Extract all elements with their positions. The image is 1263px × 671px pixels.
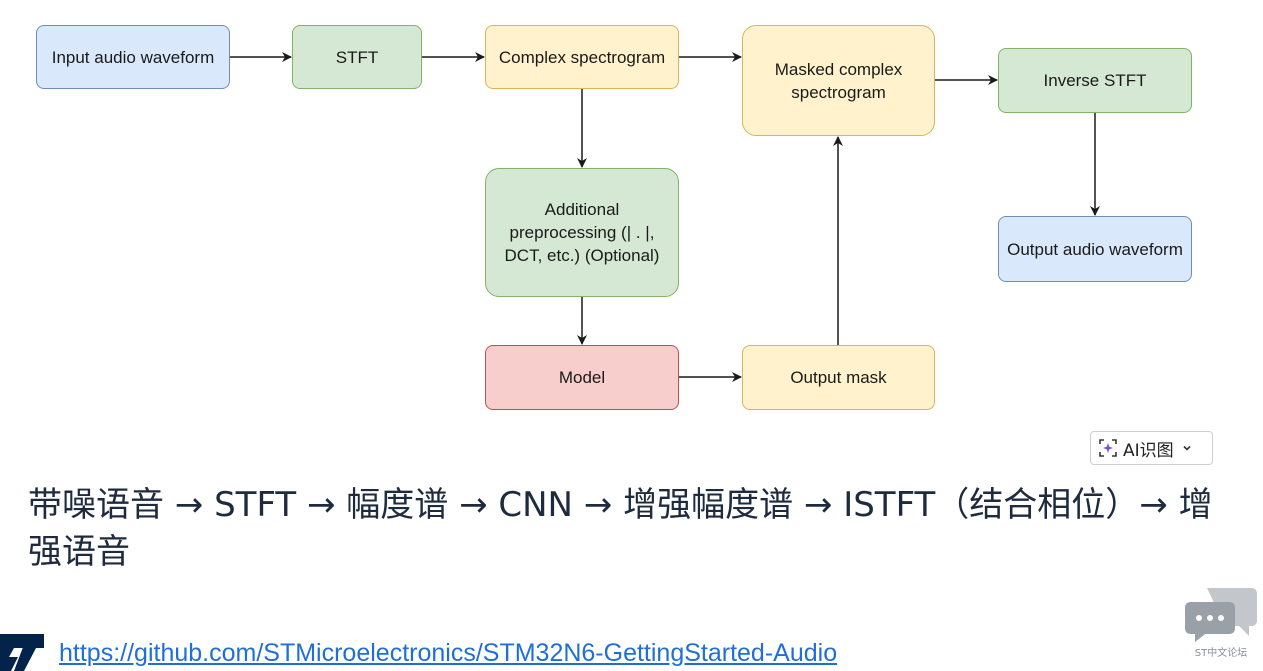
st-forum-badge[interactable]: ST中文论坛 [1182, 586, 1260, 666]
pipeline-diagram: Input audio waveform STFT Complex spectr… [36, 25, 1192, 410]
chat-bubble-icon [1185, 588, 1257, 642]
node-additional-preprocessing: Additional preprocessing (| . |, DCT, et… [485, 168, 679, 297]
node-inverse-stft: Inverse STFT [998, 48, 1192, 113]
st-logo [0, 634, 44, 671]
github-repo-link[interactable]: https://github.com/STMicroelectronics/ST… [59, 639, 838, 667]
node-output-audio-waveform: Output audio waveform [998, 216, 1192, 282]
ai-recognize-image-button[interactable]: AI识图 [1090, 431, 1213, 465]
node-masked-complex-spectrogram: Masked complex spectrogram [742, 25, 935, 136]
node-stft: STFT [292, 25, 422, 89]
node-input-audio-waveform: Input audio waveform [36, 25, 230, 89]
ai-button-label: AI识图 [1123, 440, 1174, 461]
pipeline-caption: 带噪语音 → STFT → 幅度谱 → CNN → 增强幅度谱 → ISTFT（… [28, 485, 1213, 572]
diagram-edges [230, 52, 1100, 382]
forum-label: ST中文论坛 [1194, 648, 1248, 659]
ai-scan-icon [1099, 439, 1117, 457]
node-complex-spectrogram: Complex spectrogram [485, 25, 679, 89]
node-model: Model [485, 345, 679, 410]
node-output-mask: Output mask [742, 345, 935, 410]
chevron-down-icon [1183, 445, 1191, 451]
